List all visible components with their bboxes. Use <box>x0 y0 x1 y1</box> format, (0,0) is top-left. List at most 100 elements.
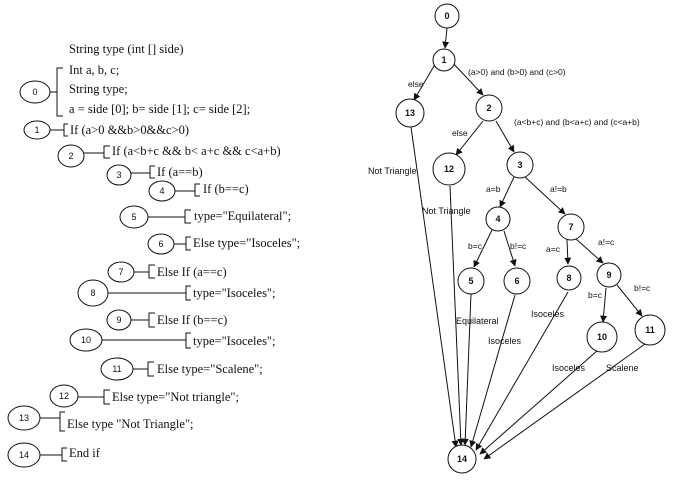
edge-1-2 <box>450 60 484 96</box>
statement-number: 7 <box>118 267 123 277</box>
statement-marker-14: 14 <box>7 442 67 468</box>
cfg-node-8: 8 <box>556 265 582 291</box>
code-line-else-isoceles-1: Else type="Isoceles"; <box>193 236 300 250</box>
outcome-equilateral: Equilateral <box>456 316 499 326</box>
cfg-node-14: 14 <box>447 444 477 474</box>
cfg-node-6: 6 <box>503 267 531 295</box>
code-line-if-b-eq-c: If (b==c) <box>203 182 249 196</box>
edge-4-5 <box>473 229 493 268</box>
node-label: 4 <box>495 214 500 224</box>
statement-marker-11: 11 <box>100 357 154 381</box>
cfg-node-11: 11 <box>634 314 666 346</box>
code-line-signature: String type (int [] side) <box>69 42 184 56</box>
edge-9-10 <box>600 287 608 323</box>
outcome-isoceles-6: Isoceles <box>488 336 522 346</box>
edge-7-9 <box>575 238 604 264</box>
statement-number: 2 <box>68 151 73 161</box>
node-label: 6 <box>514 276 519 286</box>
cfg-node-10: 10 <box>586 321 618 353</box>
code-line-not-triangle-1: Else type="Not triangle"; <box>112 390 239 404</box>
cfg-node-12: 12 <box>432 152 466 186</box>
statement-number: 12 <box>59 391 69 401</box>
statement-marker-1: 1 <box>23 120 68 140</box>
statement-marker-10: 10 <box>69 328 191 352</box>
statement-number: 3 <box>116 170 121 180</box>
outcome-isoceles-8: Isoceles <box>531 309 565 319</box>
cfg-node-3: 3 <box>506 151 534 179</box>
edge-10-14 <box>479 349 599 455</box>
code-line-isoceles-2: type="Isoceles"; <box>193 286 276 300</box>
node-label: 8 <box>566 273 571 283</box>
edge-label-2-12: else <box>452 128 468 138</box>
statement-marker-3: 3 <box>106 164 155 186</box>
statement-number: 11 <box>112 364 121 374</box>
code-line-equilateral: type="Equilateral"; <box>194 209 291 223</box>
edge-label-9-11: b!=c <box>634 283 651 293</box>
cfg-node-2: 2 <box>475 94 503 122</box>
code-line-triangle-check: If (a<b+c && b< a+c && c<a+b) <box>112 144 281 158</box>
node-label: 0 <box>444 11 449 21</box>
statement-number: 5 <box>131 212 136 222</box>
edge-0-1 <box>442 27 450 49</box>
node-label: 14 <box>457 454 467 464</box>
edge-label-1-13: else <box>408 79 424 89</box>
code-line-declare-type: String type; <box>69 82 128 96</box>
statement-marker-9: 9 <box>106 309 155 331</box>
code-line-declare-ints: Int a, b, c; <box>69 63 119 77</box>
edge-11-14 <box>483 343 646 460</box>
cfg-node-9: 9 <box>596 262 622 288</box>
cfg-node-13: 13 <box>395 98 425 128</box>
statement-number: 0 <box>32 87 37 97</box>
cfg-node-4: 4 <box>485 206 511 232</box>
cfg-edges <box>410 27 646 460</box>
statement-number: 14 <box>19 450 29 460</box>
node-label: 9 <box>606 270 611 280</box>
edge-3-7 <box>524 176 566 215</box>
edge-label-9-10: b=c <box>588 290 603 300</box>
edge-2-12 <box>455 120 484 156</box>
edge-3-4 <box>499 176 515 208</box>
statement-number: 8 <box>90 288 95 298</box>
statement-marker-6: 6 <box>147 233 191 255</box>
statement-marker-4: 4 <box>148 180 200 202</box>
edge-label-7-9: a!=c <box>598 237 615 247</box>
code-line-if-a-eq-b: If (a==b) <box>157 165 203 179</box>
outcome-not-triangle-12: Not Triangle <box>422 206 471 216</box>
statement-number: 4 <box>159 186 164 196</box>
code-line-isoceles-3: type="Isoceles"; <box>193 334 276 348</box>
edge-label-3-4: a=b <box>486 184 501 194</box>
edge-2-3 <box>495 120 515 153</box>
statement-number: 1 <box>34 125 39 135</box>
statement-marker-2: 2 <box>57 144 110 168</box>
node-label: 13 <box>405 108 415 118</box>
outcome-scalene: Scalene <box>606 363 639 373</box>
code-line-end-if: End if <box>69 446 101 460</box>
statement-marker-7: 7 <box>107 261 155 283</box>
statement-marker-5: 5 <box>119 205 191 229</box>
statement-number: 10 <box>81 335 91 345</box>
cfg-node-0: 0 <box>434 3 460 29</box>
node-label: 7 <box>568 222 573 232</box>
node-label: 3 <box>517 160 522 170</box>
node-label: 11 <box>645 325 655 335</box>
node-label: 5 <box>468 276 473 286</box>
statement-number: 13 <box>19 413 29 423</box>
node-label: 12 <box>444 164 454 174</box>
edge-label-4-5: b=c <box>468 241 483 251</box>
statement-marker-0: 0 <box>19 80 51 104</box>
node-label: 10 <box>597 332 607 342</box>
outcome-isoceles-10: Isoceles <box>552 363 586 373</box>
edge-6-14 <box>469 294 516 448</box>
statement-number: 6 <box>158 239 163 249</box>
statement-marker-8: 8 <box>77 279 191 307</box>
edge-label-3-7: a!=b <box>550 184 567 194</box>
cfg-node-1: 1 <box>432 48 456 72</box>
statement-marker-12: 12 <box>49 384 110 408</box>
node-label: 2 <box>486 103 491 113</box>
edge-9-11 <box>616 284 643 317</box>
node-label: 1 <box>441 55 446 65</box>
statement-marker-13: 13 <box>7 405 65 432</box>
edge-label-4-6: b!=c <box>510 241 527 251</box>
code-line-not-triangle-2: Else type "Not Triangle"; <box>67 417 194 431</box>
